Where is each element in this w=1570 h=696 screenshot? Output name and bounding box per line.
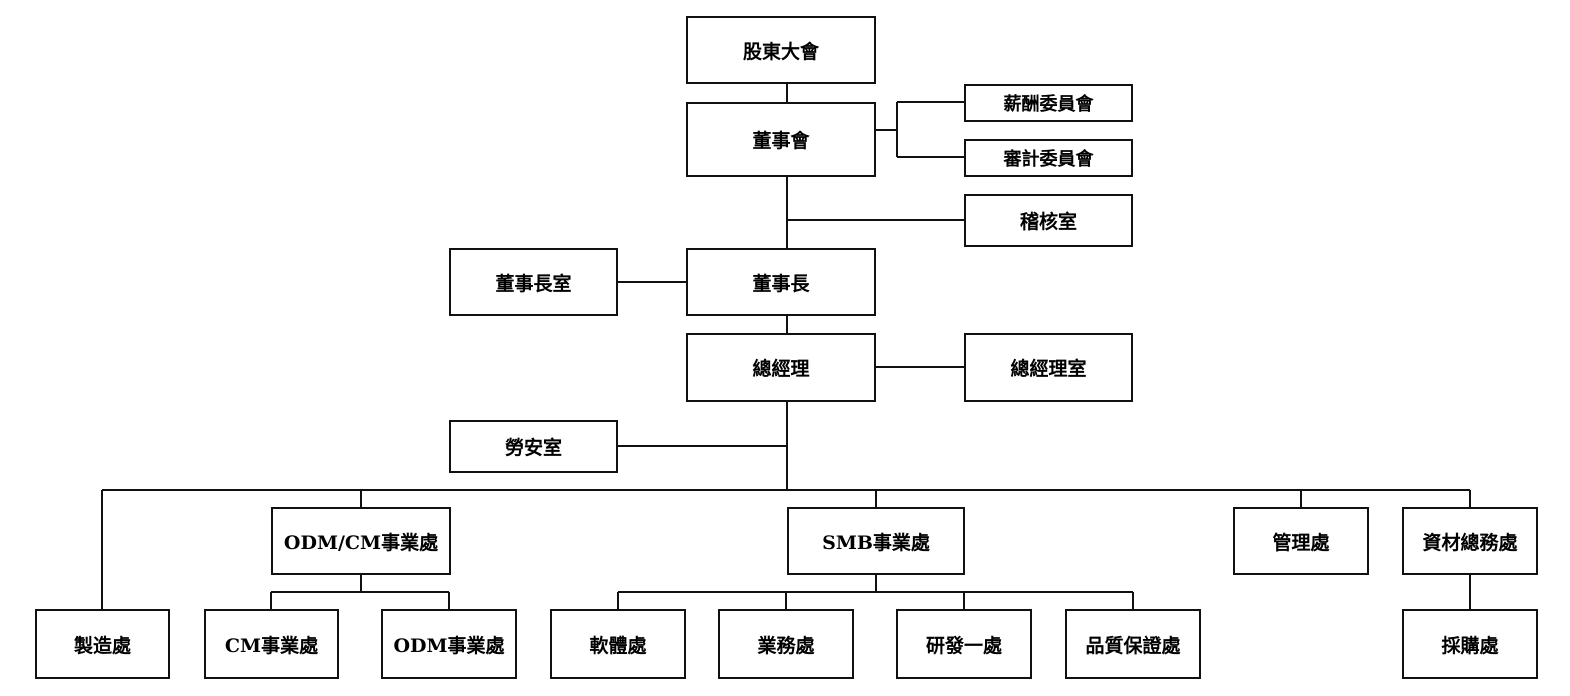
- node-smb-division: SMB事業處: [787, 507, 965, 575]
- node-sales-division: 業務處: [718, 609, 854, 679]
- node-software-division: 軟體處: [550, 609, 686, 679]
- node-remuneration-committee: 薪酬委員會: [964, 84, 1133, 122]
- node-shareholders: 股東大會: [686, 16, 876, 84]
- node-labor-safety-office: 勞安室: [449, 420, 618, 473]
- node-audit-office: 稽核室: [964, 194, 1133, 247]
- node-rd1-division: 研發一處: [896, 609, 1032, 679]
- node-qa-division: 品質保證處: [1065, 609, 1201, 679]
- node-gm-office: 總經理室: [964, 333, 1133, 402]
- node-chairman: 董事長: [686, 248, 876, 316]
- node-audit-committee: 審計委員會: [964, 139, 1133, 177]
- node-odm-division: ODM事業處: [381, 609, 517, 679]
- node-general-manager: 總經理: [686, 333, 876, 402]
- node-materials-affairs-division: 資材總務處: [1402, 507, 1538, 575]
- node-cm-division: CM事業處: [204, 609, 339, 679]
- node-management-division: 管理處: [1233, 507, 1369, 575]
- node-odm-cm-division: ODM/CM事業處: [271, 507, 451, 575]
- node-chairman-office: 董事長室: [449, 248, 618, 316]
- node-purchasing-division: 採購處: [1402, 609, 1538, 679]
- node-board: 董事會: [686, 102, 876, 177]
- node-manufacturing-division: 製造處: [35, 609, 170, 679]
